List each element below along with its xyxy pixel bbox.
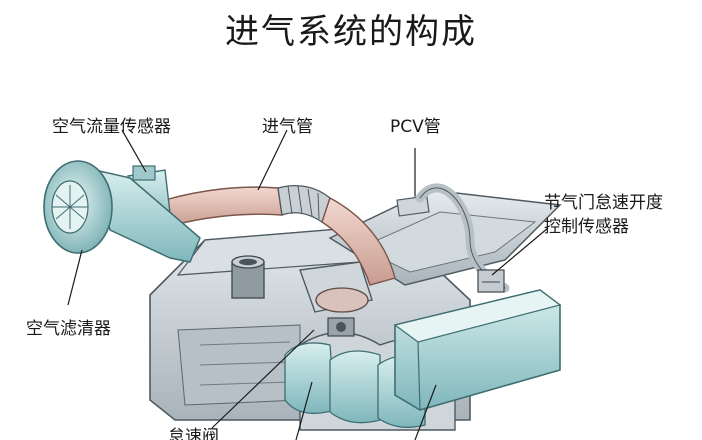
intake-duct <box>164 184 396 286</box>
diagram-title: 进气系统的构成 <box>225 12 477 52</box>
label-pcv-pipe: PCV管 <box>390 117 441 137</box>
label-throttle-sensor-line1: 节气门怠速开度 <box>544 193 663 213</box>
throttle-body <box>299 261 373 313</box>
idle-control-valve <box>327 317 355 337</box>
air-filter-housing <box>43 160 201 263</box>
label-air-flow-sensor: 空气流量传感器 <box>52 117 171 137</box>
throttle-position-sensor <box>477 269 505 293</box>
leader-lines <box>67 129 549 440</box>
oil-filler-cap <box>231 255 265 299</box>
surge-tank <box>393 289 562 411</box>
label-idle-valve: 怠速阀 <box>168 427 219 440</box>
label-air-filter: 空气滤清器 <box>26 319 111 339</box>
label-intake-pipe: 进气管 <box>262 117 313 137</box>
label-throttle-sensor-line2: 控制传感器 <box>544 217 629 237</box>
